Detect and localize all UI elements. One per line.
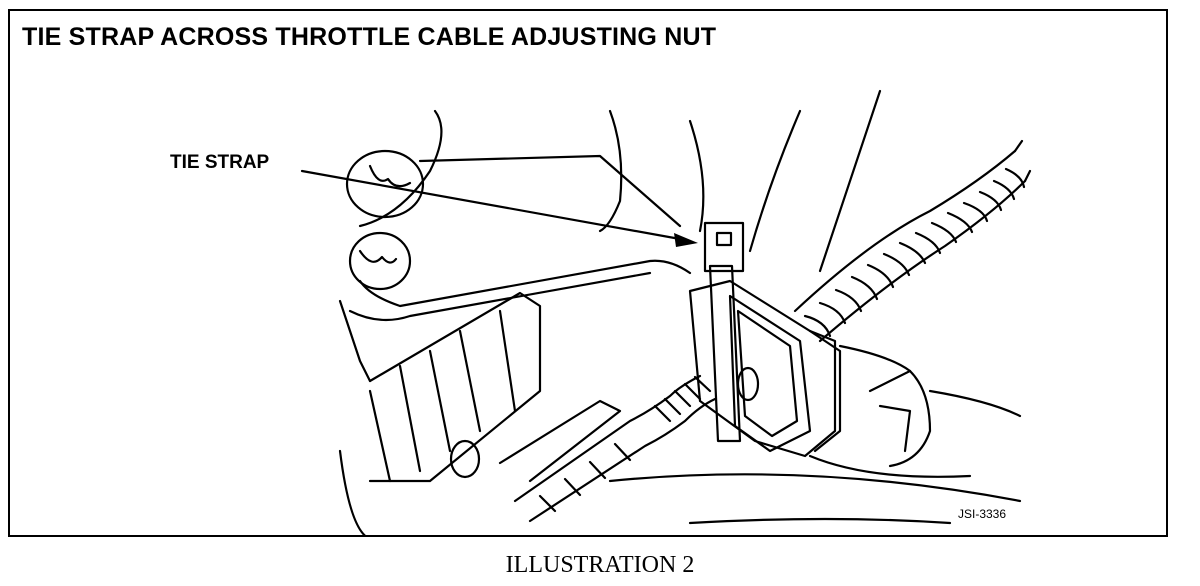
adjusting-nut-block-face [728, 294, 812, 453]
bracket-strut-1 [368, 389, 392, 483]
bracket-slot-hole [449, 439, 481, 479]
right-housing-outline [838, 344, 932, 468]
engine-contour-right1 [748, 109, 802, 253]
diagram-frame: TIE STRAP ACROSS THROTTLE CABLE ADJUSTIN… [8, 9, 1168, 537]
bracket-strut-2 [398, 364, 422, 473]
bracket-strut-4 [458, 329, 482, 433]
tie-strap-band [708, 264, 742, 443]
bracket-slide [498, 399, 622, 483]
bracket-base [338, 449, 366, 535]
lower-cable-upper-edge [513, 374, 702, 503]
bolt-head-upper [345, 149, 425, 219]
engine-contour-center [688, 119, 705, 233]
tie-strap-head-slot [715, 231, 733, 247]
diagram-title: TIE STRAP ACROSS THROTTLE CABLE ADJUSTIN… [22, 23, 717, 51]
adjusting-nut-block-outer [688, 279, 837, 458]
right-housing-lower [808, 454, 972, 478]
bracket-plate-front-edge [358, 259, 692, 308]
bolt-head-lower [348, 231, 412, 291]
lower-cable-spiral [538, 442, 632, 513]
bolt-head-lower-detail [358, 249, 398, 264]
bracket-plate-lower-edge [348, 271, 652, 322]
upper-cable-upper-edge [793, 149, 1017, 313]
adjusting-nut-block-side [808, 329, 842, 453]
part-code-label: JSI-3336 [958, 507, 1007, 521]
floor-contour-2 [688, 517, 952, 525]
right-housing-detail [868, 369, 912, 453]
tie-strap-callout-label: TIE STRAP [170, 152, 270, 173]
tie-strap-leader-line [300, 169, 682, 241]
bracket-plate-top-edge [418, 154, 682, 228]
floor-contour-1 [608, 473, 1022, 503]
throttle-cable-illustration [300, 89, 1032, 535]
figure-caption: ILLUSTRATION 2 [505, 552, 695, 578]
bolt-head-upper-detail [368, 164, 412, 188]
engine-contour-right2 [818, 89, 882, 273]
adjusting-nut-hole [736, 366, 760, 402]
tie-strap-leader-arrowhead [674, 233, 698, 247]
adjuster-threads [653, 375, 712, 423]
upper-cable-ribs [803, 167, 1026, 338]
upper-cable-lower-edge [818, 179, 1027, 343]
tie-strap-head [703, 221, 745, 273]
bracket-plate-side [338, 299, 372, 383]
bracket-lower-body [368, 291, 542, 483]
bracket-strut-3 [428, 349, 452, 453]
bracket-strut-5 [498, 309, 517, 413]
adjusting-nut-block-inner [736, 309, 799, 438]
upper-cable-end [1013, 139, 1032, 183]
right-housing-line [928, 389, 1022, 418]
